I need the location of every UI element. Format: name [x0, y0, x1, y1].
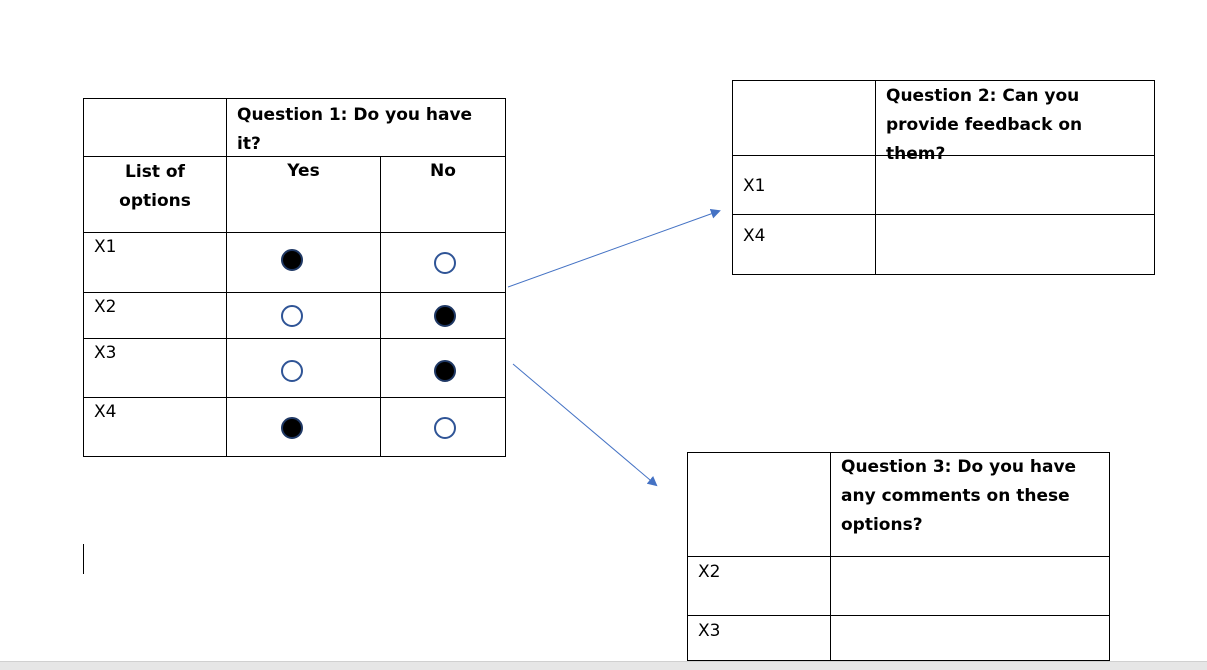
table2-answer-cell[interactable] [875, 214, 1155, 275]
arrow-to-question-2 [507, 209, 721, 288]
text-cursor [83, 544, 84, 574]
window-bottom-edge [0, 661, 1207, 670]
x1-yes-radio[interactable] [281, 249, 303, 271]
table2-question-header: Question 2: Can you provide feedback on … [875, 80, 1155, 164]
no-cell [380, 397, 506, 457]
table3-answer-cell[interactable] [830, 615, 1110, 661]
x1-no-radio[interactable] [434, 252, 456, 274]
x3-no-radio[interactable] [434, 360, 456, 382]
x3-yes-radio[interactable] [281, 360, 303, 382]
x2-no-radio[interactable] [434, 305, 456, 327]
list-of-options-header: List of options [83, 156, 227, 233]
x4-no-radio[interactable] [434, 417, 456, 439]
x2-yes-radio[interactable] [281, 305, 303, 327]
x4-yes-radio[interactable] [281, 417, 303, 439]
arrow-to-question-3 [512, 363, 658, 487]
